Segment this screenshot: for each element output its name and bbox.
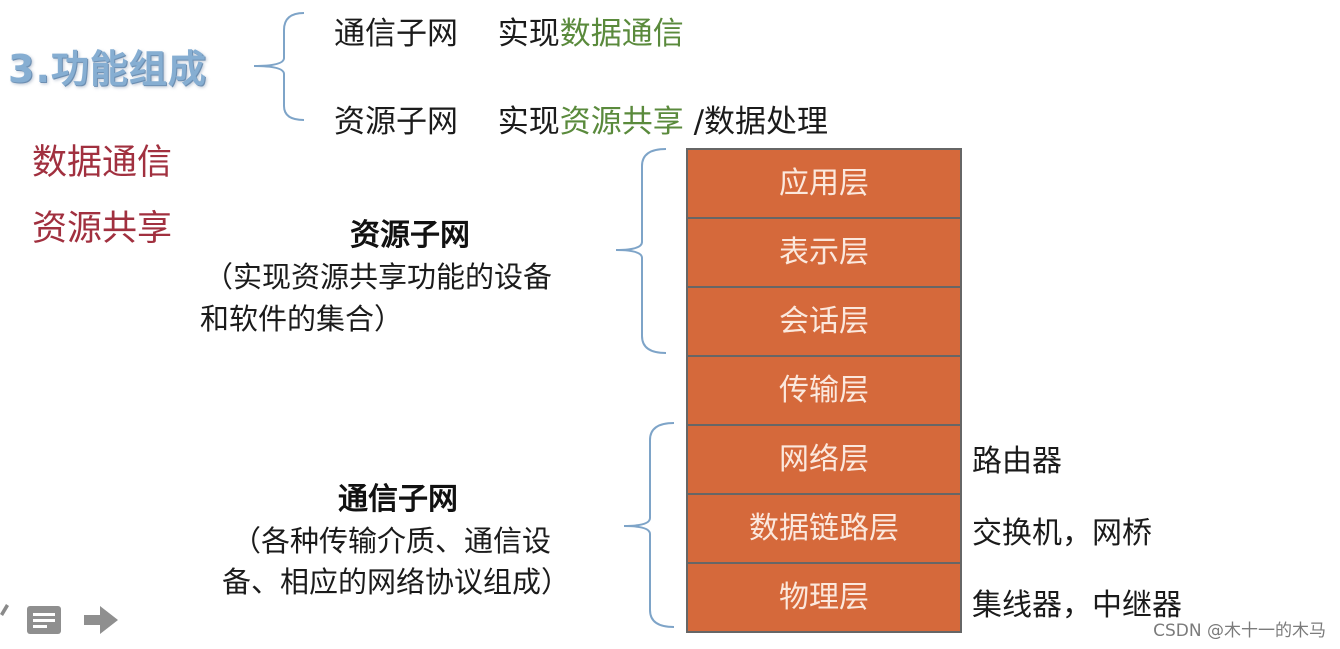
top-row-resource-highlight: 资源共享 (559, 104, 684, 140)
notes-icon[interactable] (26, 604, 62, 636)
watermark: CSDN @木十一的木马 (1153, 621, 1326, 641)
top-row-comm-highlight: 数据通信 (559, 16, 684, 52)
arrow-right-icon[interactable] (82, 604, 120, 636)
device-physical: 集线器，中继器 (972, 588, 1182, 623)
top-row-comm-name: 通信子网 (334, 16, 458, 52)
pen-icon[interactable] (0, 602, 10, 616)
function-bracket (253, 12, 305, 121)
section-title: 3.功能组成 (8, 47, 207, 91)
layer-presentation: 表示层 (688, 219, 960, 288)
top-row-comm-prefix: 实现 (497, 16, 560, 52)
layer-datalink: 数据链路层 (688, 495, 960, 564)
resource-group-desc-1: （实现资源共享功能的设备 (204, 260, 553, 294)
resource-group-title: 资源子网 (350, 218, 470, 253)
comm-group-title: 通信子网 (338, 482, 458, 517)
device-datalink: 交换机，网桥 (972, 516, 1152, 551)
top-row-comm: 通信子网 实现数据通信 (334, 8, 684, 53)
top-row-resource-name: 资源子网 (334, 104, 458, 140)
comm-bracket (623, 422, 675, 628)
resource-group-desc-2: 和软件的集合） (200, 302, 404, 336)
layer-application: 应用层 (688, 150, 960, 219)
top-row-resource-suffix: /数据处理 (683, 104, 829, 140)
layer-transport: 传输层 (688, 357, 960, 426)
layer-physical: 物理层 (688, 564, 960, 633)
resource-bracket (615, 148, 667, 354)
layer-stack: 应用层 表示层 会话层 传输层 网络层 数据链路层 物理层 (686, 148, 962, 633)
side-term-resource: 资源共享 (32, 209, 173, 249)
layer-session: 会话层 (688, 288, 960, 357)
layer-network: 网络层 (688, 426, 960, 495)
comm-group-desc-1: （各种传输介质、通信设 (232, 524, 552, 558)
top-row-resource-prefix: 实现 (497, 104, 560, 140)
side-term-comm: 数据通信 (32, 143, 173, 183)
top-row-resource: 资源子网 实现资源共享 /数据处理 (334, 96, 828, 141)
device-network: 路由器 (972, 444, 1062, 479)
comm-group-desc-2: 备、相应的网络协议组成） (222, 565, 571, 599)
